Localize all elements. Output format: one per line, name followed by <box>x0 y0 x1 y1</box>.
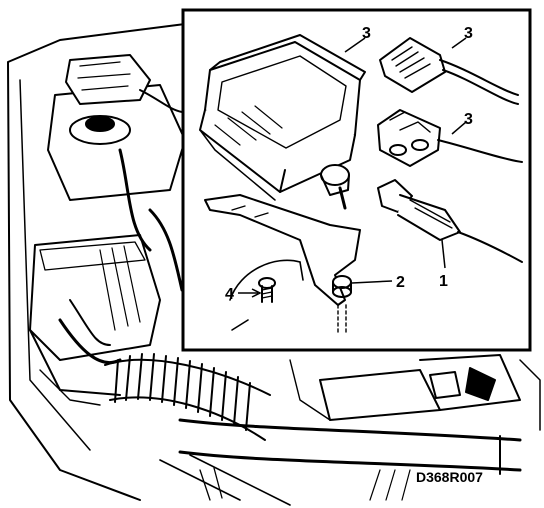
figure-code: D368R007 <box>416 469 483 485</box>
leader-lines <box>238 37 467 298</box>
bolt-item-2 <box>332 275 352 336</box>
connector-item-3-top <box>379 37 519 105</box>
connector-item-1 <box>377 179 523 263</box>
connector-item-3-middle <box>377 109 523 167</box>
callout-4: 4 <box>225 286 234 303</box>
mounting-bracket <box>204 194 361 306</box>
callout-labels: 1 2 3 3 3 4 <box>225 25 473 303</box>
engine-bay-drawing <box>7 23 541 506</box>
bolt-item-4 <box>258 277 276 303</box>
inset-drawing <box>199 34 523 336</box>
callout-3-top-connector: 3 <box>464 25 473 42</box>
callout-2: 2 <box>396 274 405 291</box>
callout-3-module: 3 <box>362 25 371 42</box>
callout-1: 1 <box>439 273 448 290</box>
callout-3-middle-connector: 3 <box>464 111 473 128</box>
